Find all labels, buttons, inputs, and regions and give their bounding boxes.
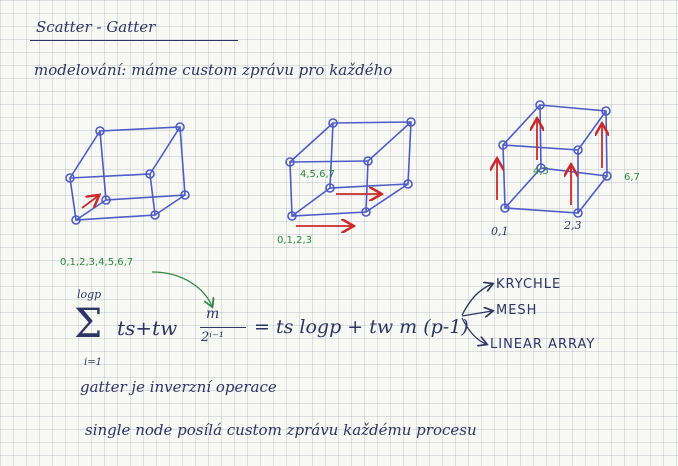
note-line-gatter: gatter je inverzní operace — [80, 378, 277, 396]
cube3-label-bottom-left: 0,1 — [491, 225, 509, 238]
cube2-label-bottom: 0,1,2,3 — [277, 235, 312, 246]
option-arrow-mesh — [461, 311, 492, 316]
cube-step-3 — [498, 100, 612, 218]
fraction-bar — [200, 327, 246, 328]
option-mesh: MESH — [496, 303, 538, 318]
option-arrow-krychle — [461, 284, 492, 316]
option-arrow-linear — [461, 317, 486, 344]
cube3-label-front: 4,5 — [533, 166, 549, 177]
note-line-single-node: single node posílá custom zprávu každému… — [85, 421, 477, 439]
cube2-label-top: 4,5,6,7 — [300, 169, 335, 180]
processes-list: 0,1,2,3,4,5,6,7 — [60, 257, 134, 268]
cube3-label-bottom-right: 2,3 — [564, 219, 582, 232]
sum-symbol: Σ — [74, 301, 103, 347]
cube1-arrow — [81, 196, 98, 209]
cube-step-2 — [285, 117, 416, 221]
option-linear-array: LINEAR ARRAY — [490, 337, 596, 352]
procs-to-m-arrow — [151, 271, 212, 306]
note-line-modeling: modelování: máme custom zprávu pro každé… — [34, 61, 393, 79]
formula-left-term: ts+tw — [117, 316, 178, 340]
sum-lower-bound: i=1 — [84, 357, 102, 368]
cube3-label-right: 6,7 — [624, 172, 640, 183]
title-underline — [30, 40, 238, 41]
note-title: Scatter - Gatter — [36, 18, 156, 36]
formula-right-side: = ts logp + tw m (p-1) — [254, 316, 469, 338]
fraction-denominator: 2ⁱ⁻¹ — [201, 330, 224, 345]
cube-step-1 — [65, 122, 190, 225]
fraction-numerator: m — [206, 306, 220, 322]
sum-upper-bound: logp — [77, 288, 102, 301]
option-krychle: KRYCHLE — [496, 277, 562, 292]
